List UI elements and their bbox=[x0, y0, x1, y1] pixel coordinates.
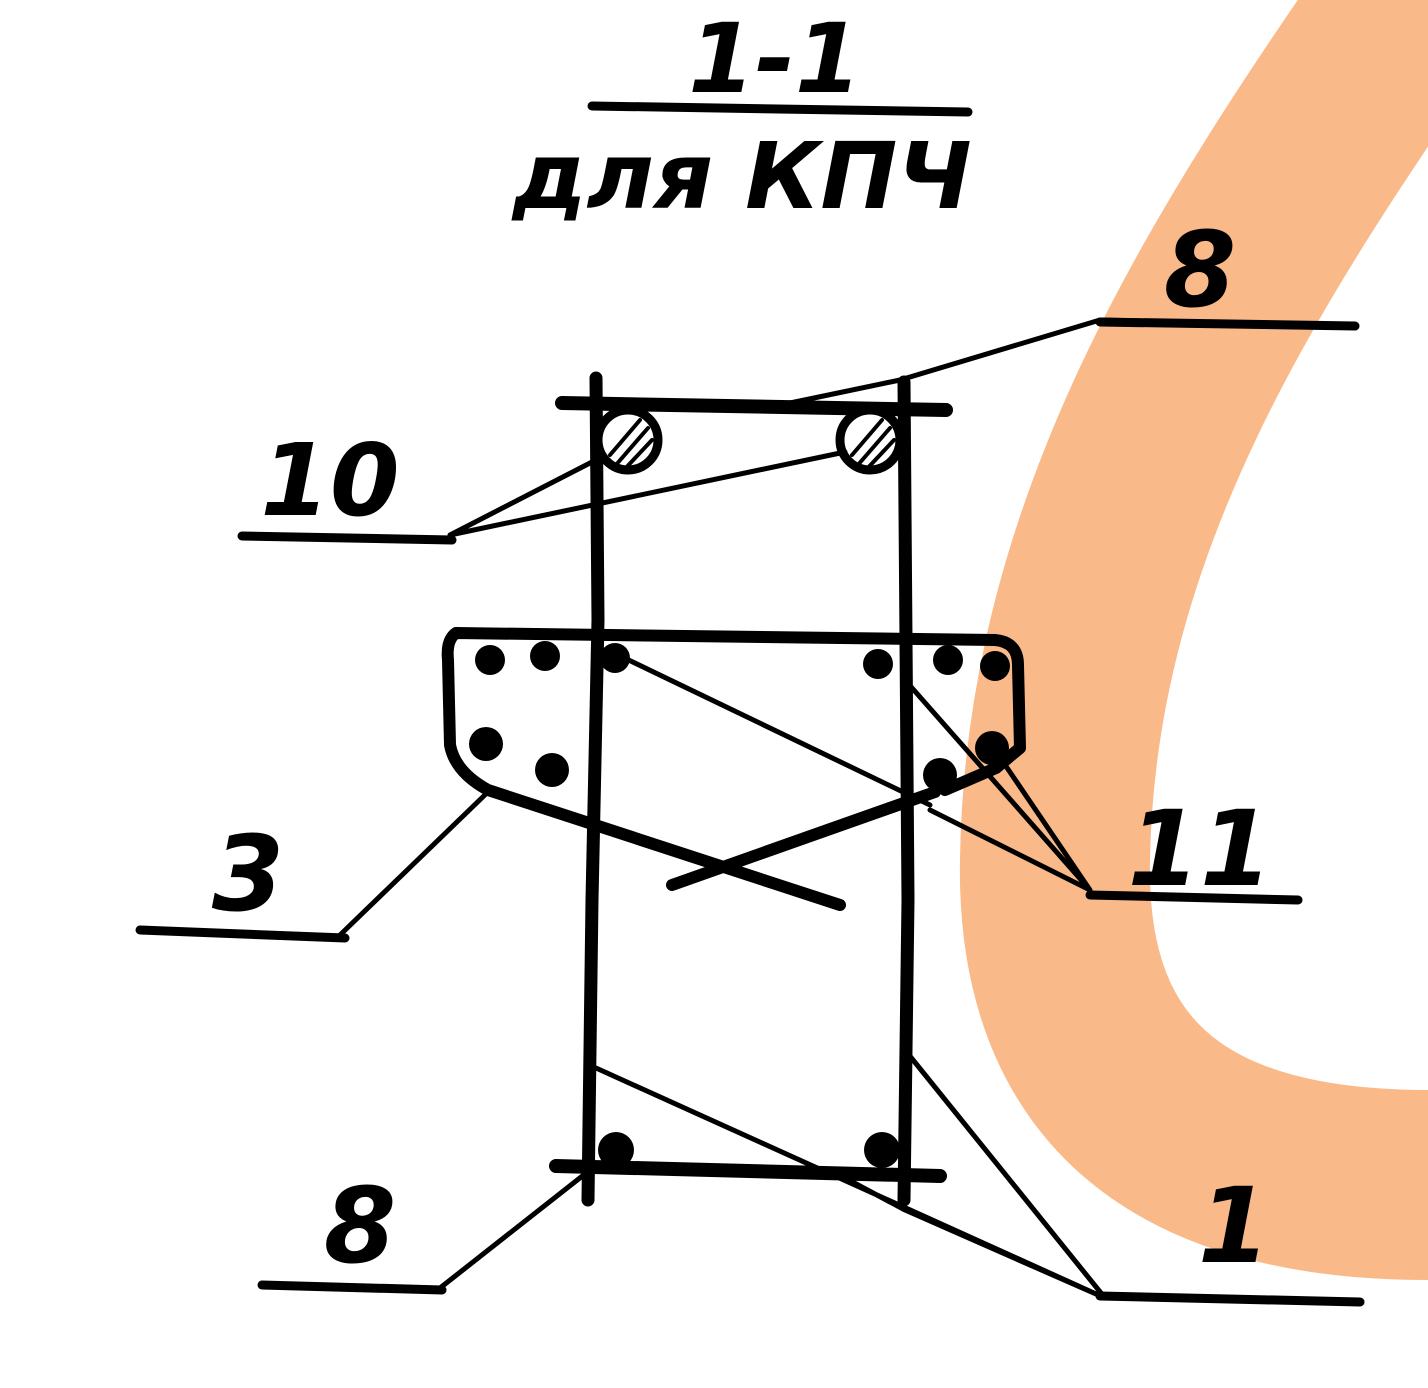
callout-3: 3 bbox=[212, 813, 284, 935]
leader-8-bottom-shelf bbox=[257, 1280, 447, 1295]
top-right-rod-hatch bbox=[850, 418, 896, 474]
section-title: 1-1 bbox=[688, 3, 861, 115]
middle-bars bbox=[469, 641, 1010, 792]
leader-10 bbox=[447, 449, 848, 538]
bar-dot bbox=[535, 753, 569, 787]
leader-1-shelf bbox=[1095, 1291, 1365, 1307]
top-left-rod-hatch bbox=[608, 418, 654, 474]
bar-dot bbox=[864, 1132, 900, 1168]
section-subtitle: для КПЧ bbox=[511, 123, 971, 230]
bar-dot bbox=[475, 645, 505, 675]
stirrup-diagonal bbox=[609, 649, 933, 808]
bar-dot bbox=[863, 649, 893, 679]
top-rods bbox=[593, 405, 905, 475]
bar-dot bbox=[933, 645, 963, 675]
bottom-bars bbox=[598, 1132, 900, 1168]
bar-dot bbox=[923, 758, 957, 792]
leader-3 bbox=[337, 787, 493, 938]
leader-3-shelf bbox=[135, 925, 350, 943]
title-underline bbox=[587, 101, 973, 117]
bar-dot bbox=[598, 1132, 634, 1168]
callout-10: 10 bbox=[260, 422, 399, 539]
top-right-rod bbox=[835, 405, 905, 475]
bar-dot bbox=[600, 643, 630, 673]
bar-dot bbox=[530, 641, 560, 671]
leader-8-bottom bbox=[437, 1167, 593, 1291]
leader-1 bbox=[593, 1047, 1108, 1301]
left-vertical-bar bbox=[581, 371, 605, 1207]
top-left-rod bbox=[593, 405, 663, 475]
leader-10-shelf bbox=[237, 531, 457, 545]
bottom-crossbar bbox=[549, 1159, 947, 1183]
callout-8-bottom: 8 bbox=[324, 1165, 396, 1287]
highlighter-stroke bbox=[959, 0, 1428, 1280]
stirrup-cross-bar bbox=[666, 786, 941, 891]
bar-dot bbox=[469, 727, 503, 761]
